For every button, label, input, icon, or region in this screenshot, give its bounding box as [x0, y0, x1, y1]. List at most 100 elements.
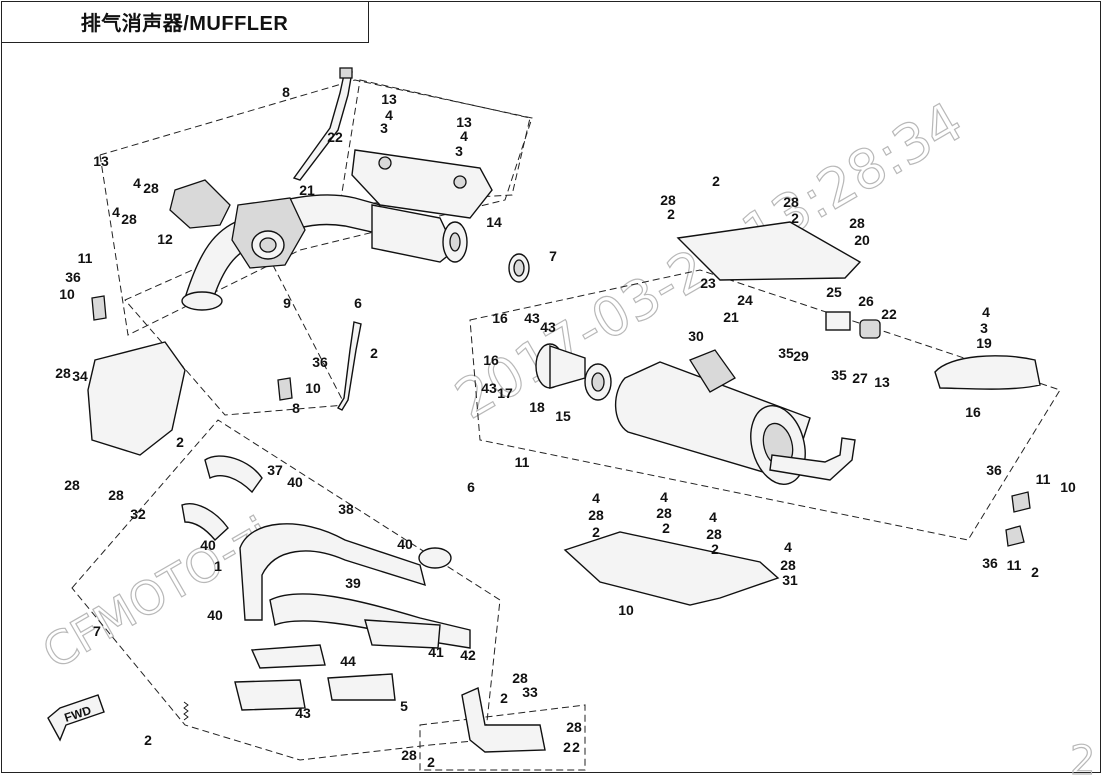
spring-5	[183, 701, 189, 721]
callout-number: 36	[312, 354, 328, 370]
oxygen-sensor-lower	[337, 321, 362, 411]
callout-number: 2	[500, 690, 508, 706]
callout-number: 28	[121, 211, 137, 227]
callout-number: 2	[712, 173, 720, 189]
callout-number: 28	[706, 526, 722, 542]
oxygen-sensor-upper	[292, 67, 353, 181]
callout-number: 4	[592, 490, 600, 506]
callout-number: 35	[831, 367, 847, 383]
callout-number: 28	[588, 507, 604, 523]
callout-number: 40	[200, 537, 216, 553]
callout-number: 44	[340, 653, 356, 669]
callout-number: 22	[327, 129, 343, 145]
fwd-arrow: FWD	[47, 694, 105, 742]
front-pipe	[181, 194, 381, 311]
callout-number: 42	[460, 647, 476, 663]
callout-number: 43	[524, 310, 540, 326]
callout-number: 28	[656, 505, 672, 521]
callout-number: 28	[849, 215, 865, 231]
callout-number: 28	[660, 192, 676, 208]
callout-number: 28	[55, 365, 71, 381]
callout-number: 36	[65, 269, 81, 285]
outline-header-kit	[71, 419, 501, 761]
callout-number: 2	[572, 739, 580, 755]
callout-number: 4	[982, 304, 990, 320]
callout-number: 13	[874, 374, 890, 390]
callout-number: 43	[540, 319, 556, 335]
callout-number: 16	[965, 404, 981, 420]
spring-10-right-b	[1005, 525, 1025, 547]
muffler	[614, 349, 856, 485]
callout-number: 10	[59, 286, 75, 302]
callout-number: 2	[667, 206, 675, 222]
callout-number: 2	[711, 541, 719, 557]
outline-front-pipe	[99, 79, 533, 336]
callout-number: 7	[549, 248, 557, 264]
callout-number: 40	[397, 536, 413, 552]
callout-number: 36	[986, 462, 1002, 478]
callout-number: 43	[295, 705, 311, 721]
callout-number: 26	[858, 293, 874, 309]
callout-number: 27	[852, 370, 868, 386]
group-outlines	[71, 79, 1061, 771]
callout-number: 8	[292, 400, 300, 416]
callout-number: 8	[282, 84, 290, 100]
rubber-25	[859, 319, 881, 339]
outline-shield-lower	[419, 704, 586, 771]
spring-10-upper	[91, 295, 107, 321]
spring-10-mid	[277, 377, 293, 401]
callout-number: 2	[427, 754, 435, 770]
callout-number: 10	[1060, 479, 1076, 495]
skid-plate-20	[676, 221, 862, 281]
callout-number: 28	[783, 194, 799, 210]
callout-number: 12	[157, 231, 173, 247]
heat-shield-34	[87, 341, 186, 456]
callout-number: 2	[370, 345, 378, 361]
callout-number: 28	[108, 487, 124, 503]
bracket-12	[169, 179, 231, 229]
callout-number: 4	[385, 107, 393, 123]
callout-number: 41	[428, 644, 444, 660]
callout-number: 14	[486, 214, 502, 230]
shield-41	[250, 644, 326, 669]
callout-number: 36	[982, 555, 998, 571]
callout-number: 4	[709, 509, 717, 525]
callout-number: 28	[401, 747, 417, 763]
callout-number: 32	[130, 506, 146, 522]
callout-number: 11	[515, 454, 530, 470]
callout-number: 2	[563, 739, 571, 755]
outline-muffler	[469, 269, 1061, 541]
callout-number: 2	[144, 732, 152, 748]
callout-number: 31	[782, 572, 798, 588]
callout-number: 13	[381, 91, 397, 107]
callout-number: 28	[64, 477, 80, 493]
outline-heat-shield	[339, 79, 531, 206]
callout-number: 9	[283, 295, 291, 311]
callout-number: 37	[267, 462, 283, 478]
callout-number: 4	[133, 175, 141, 191]
callout-number: 30	[688, 328, 704, 344]
callout-number: 21	[299, 182, 315, 198]
bracket-24	[825, 311, 851, 331]
callout-number: 18	[529, 399, 545, 415]
callout-number: 10	[305, 380, 321, 396]
callout-number: 40	[207, 607, 223, 623]
tailpipe-19	[934, 355, 1041, 390]
callout-number: 40	[287, 474, 303, 490]
watermark-corner: 2	[1070, 738, 1095, 777]
callout-number: 33	[522, 684, 538, 700]
page-title: 排气消声器/MUFFLER	[80, 13, 289, 35]
callout-number: 13	[456, 114, 472, 130]
skid-plate-31	[563, 531, 780, 606]
callout-number: 19	[976, 335, 992, 351]
callout-number: 6	[354, 295, 362, 311]
callout-number: 25	[826, 284, 842, 300]
callout-number: 5	[400, 698, 408, 714]
callout-number: 20	[854, 232, 870, 248]
callout-number: 17	[497, 385, 513, 401]
heat-shield-33	[461, 687, 546, 753]
catalyst	[371, 204, 468, 263]
callout-number: 2	[592, 524, 600, 540]
